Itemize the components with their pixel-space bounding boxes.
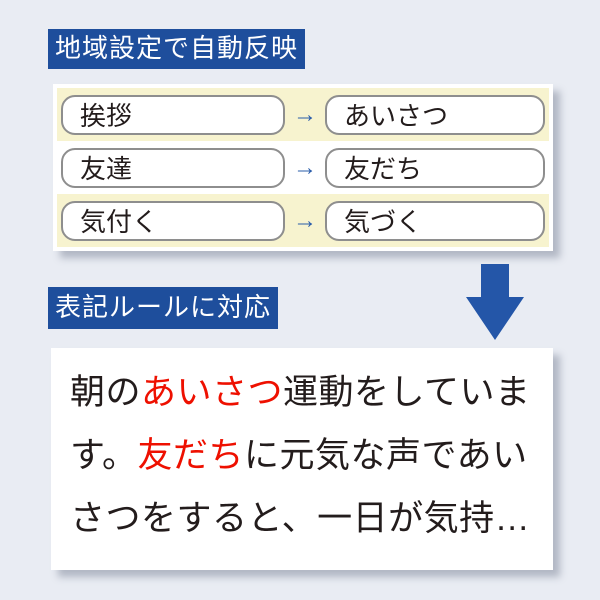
conversion-row: 気付く → 気づく <box>57 194 549 247</box>
result-word-box: 気づく <box>325 200 545 241</box>
highlighted-word: 友だち <box>137 436 245 475</box>
source-word-box: 挨拶 <box>61 94 285 135</box>
region-setting-badge: 地域設定で自動反映 <box>48 29 306 69</box>
source-word-box: 友達 <box>61 147 285 188</box>
notation-rule-badge: 表記ルールに対応 <box>48 287 279 329</box>
highlighted-word: あいさつ <box>141 373 284 412</box>
result-word-label: あいさつ <box>344 101 449 131</box>
sample-text: 朝のあいさつ運動をしています。友だちに元気な声であいさつをすると、一日が気持… <box>51 348 553 570</box>
source-word-label: 挨拶 <box>80 101 133 131</box>
result-word-box: 友だち <box>325 147 545 188</box>
conversion-row: 友達 → 友だち <box>57 141 549 194</box>
right-arrow-icon: → <box>293 153 317 181</box>
text-segment: さつをすると、一日が気持… <box>70 499 531 538</box>
source-word-label: 気付く <box>80 207 159 237</box>
down-arrow-icon <box>466 264 524 340</box>
conversion-table: 挨拶 → あいさつ 友達 → 友だち 気付く → 気づく <box>53 84 553 251</box>
text-segment: に元気な声であい <box>244 436 528 475</box>
sample-text-line: さつをすると、一日が気持… <box>70 487 553 550</box>
text-segment: す。 <box>70 436 138 475</box>
sample-text-line: 朝のあいさつ運動をしていま <box>70 361 553 424</box>
sample-text-line: す。友だちに元気な声であい <box>70 424 553 487</box>
text-segment: 運動をしていま <box>283 373 531 412</box>
right-arrow-icon: → <box>293 206 317 234</box>
result-word-label: 気づく <box>344 207 423 237</box>
result-word-box: あいさつ <box>325 94 545 135</box>
conversion-row: 挨拶 → あいさつ <box>57 88 549 141</box>
text-segment: 朝の <box>70 373 142 412</box>
right-arrow-icon: → <box>293 100 317 128</box>
result-word-label: 友だち <box>344 154 423 184</box>
source-word-box: 気付く <box>61 200 285 241</box>
source-word-label: 友達 <box>80 154 133 184</box>
